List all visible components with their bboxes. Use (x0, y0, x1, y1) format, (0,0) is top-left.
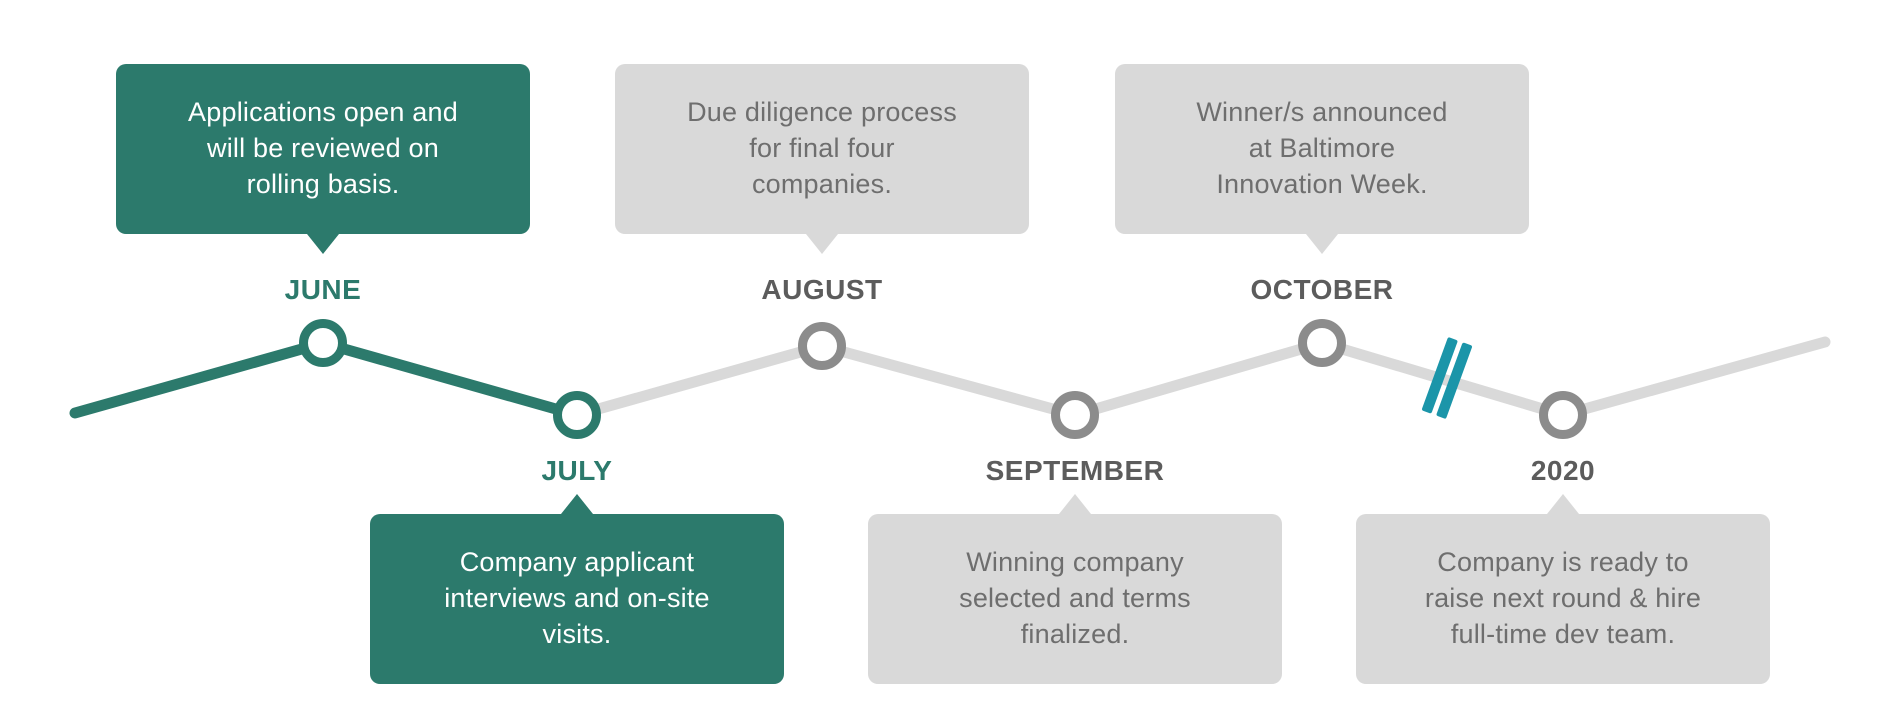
callout-august-text: Due diligence process for final four com… (687, 97, 957, 199)
month-label-july: JULY (541, 455, 613, 486)
callout-july: Company applicant interviews and on-site… (370, 494, 784, 684)
month-label-august: AUGUST (761, 274, 883, 305)
month-label-2020: 2020 (1530, 455, 1596, 486)
callout-tail-down-icon (1306, 234, 1338, 254)
callout-september-text: Winning company selected and terms final… (959, 547, 1191, 649)
node-july (553, 391, 601, 439)
timeline-segment-upcoming (571, 336, 1831, 421)
callout-tail-down-icon (307, 234, 339, 254)
callout-july-text: Company applicant interviews and on-site… (444, 547, 710, 649)
callout-tail-down-icon (806, 234, 838, 254)
node-september (1051, 391, 1099, 439)
callout-june: Applications open and will be reviewed o… (116, 64, 530, 254)
callout-tail-up-icon (1059, 494, 1091, 514)
month-label-june: JUNE (284, 274, 362, 305)
callout-october-text: Winner/s announced at Baltimore Innovati… (1196, 97, 1448, 199)
node-june (299, 319, 347, 367)
callout-august: Due diligence process for final four com… (615, 64, 1029, 254)
callout-october: Winner/s announced at Baltimore Innovati… (1115, 64, 1529, 254)
timeline-break-icon (1422, 337, 1472, 419)
node-2020 (1539, 391, 1587, 439)
month-label-september: SEPTEMBER (985, 455, 1165, 486)
callout-june-text: Applications open and will be reviewed o… (188, 97, 458, 199)
month-label-october: OCTOBER (1250, 274, 1394, 305)
callout-september: Winning company selected and terms final… (868, 494, 1282, 684)
node-august (798, 322, 846, 370)
callout-2020: Company is ready to raise next round & h… (1356, 494, 1770, 684)
callout-2020-text: Company is ready to raise next round & h… (1424, 547, 1702, 649)
callout-tail-up-icon (1547, 494, 1579, 514)
callout-tail-up-icon (561, 494, 593, 514)
node-october (1298, 319, 1346, 367)
